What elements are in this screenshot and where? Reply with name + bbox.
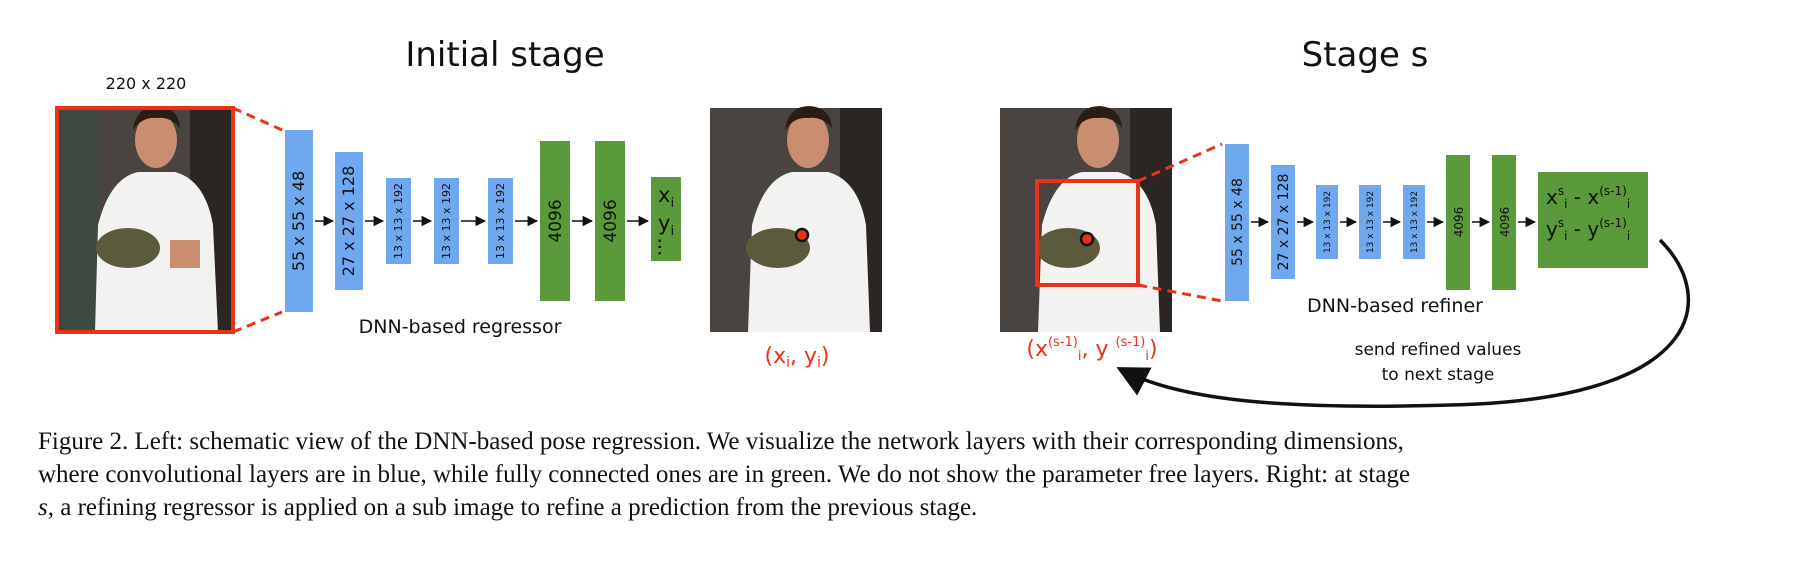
sub-crop-projection-top — [1137, 142, 1223, 183]
predicted-joint-marker — [794, 227, 810, 243]
refiner-output-y: ysi - y(s-1)i — [1546, 216, 1630, 243]
conv-layer-5 — [488, 178, 513, 264]
refiner-conv-layer-4 — [1359, 185, 1381, 259]
refiner-conv-layer-2-label: 27 x 27 x 128 — [1276, 174, 1292, 271]
conv-layer-3 — [386, 178, 411, 264]
fc-layer-1-label: 4096 — [546, 199, 566, 242]
left-stage-title: Initial stage — [405, 35, 604, 75]
refiner-conv-layer-3 — [1316, 185, 1338, 259]
right-network: 55 x 55 x 48 27 x 27 x 128 13 x 13 x 192… — [1225, 144, 1648, 301]
caption-line-2: where convolutional layers are in blue, … — [38, 461, 1411, 488]
refiner-conv-layer-1 — [1225, 144, 1249, 301]
refiner-conv-layer-5-label: 13 x 13 x 192 — [1410, 191, 1420, 253]
feedback-label-line2: to next stage — [1382, 365, 1495, 385]
feedback-label-line1: send refined values — [1355, 340, 1522, 360]
regressor-label: DNN-based regressor — [359, 316, 562, 338]
crop-projection-bottom — [232, 310, 283, 334]
refiner-fc-layer-1 — [1446, 155, 1470, 290]
refiner-conv-layer-5 — [1403, 185, 1425, 259]
conv-layer-4 — [434, 178, 459, 264]
input-crop-frame — [55, 106, 235, 334]
refiner-label: DNN-based refiner — [1307, 295, 1483, 317]
caption-line-3-text: , a refining regressor is applied on a s… — [47, 494, 978, 521]
refiner-output-x: xsi - x(s-1)i — [1546, 184, 1630, 211]
prediction-label: (xi, yi) — [765, 344, 830, 371]
output-photo — [710, 106, 882, 332]
feedback-arrow — [1116, 238, 1691, 408]
previous-prediction-label: (x(s-1)i, y (s-1)i) — [1026, 335, 1157, 364]
output-y-label: yi — [658, 211, 674, 239]
input-photo — [57, 106, 233, 332]
caption-stage-variable: s — [38, 494, 48, 521]
fc-layer-1 — [540, 141, 570, 301]
refiner-output-layer — [1538, 172, 1648, 268]
fc-layer-2 — [595, 141, 625, 301]
conv-layer-2 — [335, 152, 363, 290]
conv-layer-1 — [285, 130, 313, 312]
conv-layer-1-label: 55 x 55 x 48 — [289, 171, 308, 271]
previous-joint-marker — [1079, 231, 1095, 247]
crop-projection-top — [232, 106, 283, 132]
refiner-conv-layer-3-label: 13 x 13 x 192 — [1323, 191, 1333, 253]
refiner-conv-layer-2 — [1271, 165, 1295, 279]
right-stage-title: Stage s — [1302, 35, 1429, 75]
sub-image-crop-frame — [1035, 179, 1140, 287]
conv-layer-3-label: 13 x 13 x 192 — [392, 183, 405, 259]
conv-layer-2-label: 27 x 27 x 128 — [339, 166, 358, 277]
stage-photo — [1000, 106, 1172, 332]
refiner-fc-layer-1-label: 4096 — [1452, 207, 1466, 238]
refiner-conv-layer-4-label: 13 x 13 x 192 — [1366, 191, 1376, 253]
conv-layer-5-label: 13 x 13 x 192 — [494, 183, 507, 259]
conv-layer-4-label: 13 x 13 x 192 — [440, 183, 453, 259]
input-size-label: 220 x 220 — [106, 74, 187, 93]
refiner-fc-layer-2 — [1492, 155, 1516, 290]
output-x-label: xi — [658, 183, 674, 211]
output-layer — [651, 177, 681, 261]
fc-layer-2-label: 4096 — [601, 199, 621, 242]
caption-line-3: s, a refining regressor is applied on a … — [38, 491, 1738, 524]
refiner-conv-layer-1-label: 55 x 55 x 48 — [1230, 178, 1246, 266]
output-ellipsis: ... — [642, 237, 666, 256]
left-network: 55 x 55 x 48 27 x 27 x 128 13 x 13 x 192… — [285, 130, 681, 312]
figure-caption: Figure 2. Left: schematic view of the DN… — [38, 425, 1738, 524]
caption-line-1: Figure 2. Left: schematic view of the DN… — [38, 428, 1404, 455]
refiner-fc-layer-2-label: 4096 — [1498, 207, 1512, 238]
